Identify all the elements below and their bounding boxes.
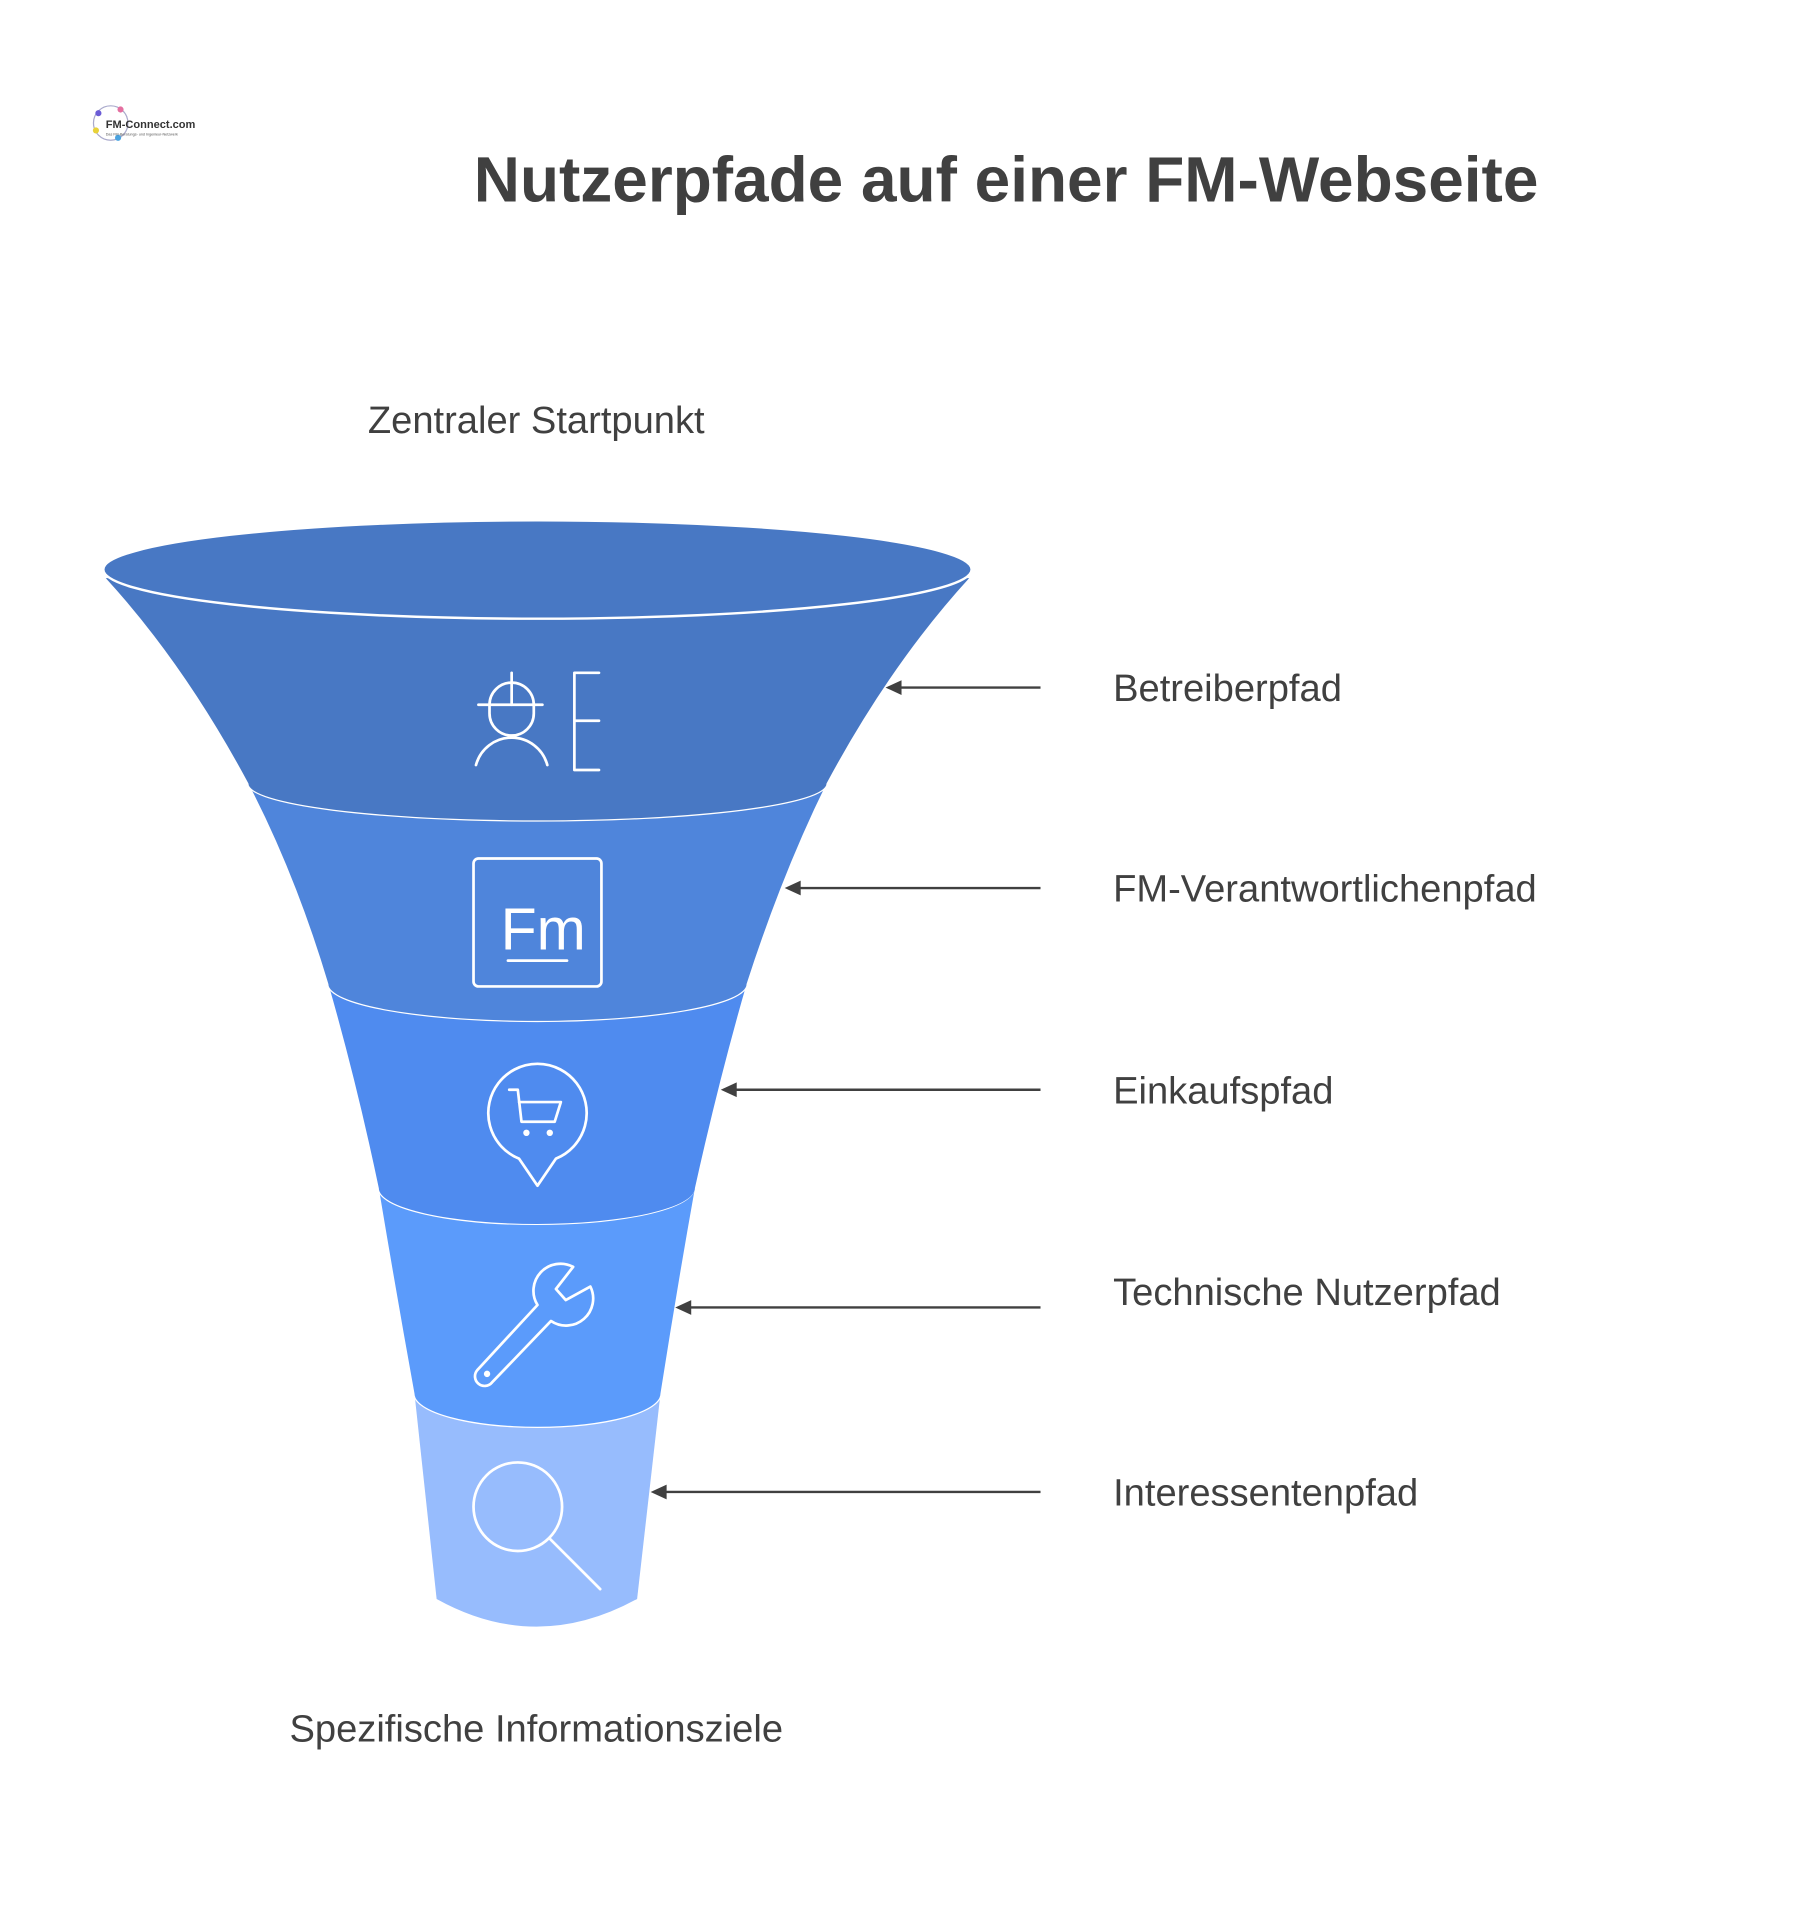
funnel-top bbox=[102, 519, 973, 620]
stage-label-5: Interessentenpfad bbox=[1113, 1471, 1418, 1514]
page-title: Nutzerpfade auf einer FM-Webseite bbox=[474, 144, 1539, 216]
funnel-stage-1 bbox=[105, 578, 970, 821]
wrench-icon bbox=[473, 1262, 595, 1388]
stage-label-3: Einkaufspfad bbox=[1113, 1069, 1333, 1112]
shopping-cart-pin-icon bbox=[486, 1062, 589, 1188]
svg-text:Fm: Fm bbox=[501, 897, 586, 963]
logo-text: FM-Connect.com bbox=[106, 119, 196, 131]
logo: FM-Connect.com Das FM-Beratungs- und Ing… bbox=[92, 105, 196, 141]
stage-label-4: Technische Nutzerpfad bbox=[1113, 1271, 1501, 1314]
fm-badge-icon: Fm bbox=[472, 857, 603, 988]
bottom-label: Spezifische Informationsziele bbox=[289, 1708, 783, 1751]
funnel-stage-5 bbox=[414, 1393, 661, 1627]
logo-subtext: Das FM-Beratungs- und Ingenieur-Netzwerk bbox=[106, 132, 178, 136]
top-label: Zentraler Startpunkt bbox=[368, 399, 705, 442]
stage-label-1: Betreiberpfad bbox=[1113, 667, 1342, 710]
magnifier-icon bbox=[472, 1461, 602, 1591]
worker-icon bbox=[474, 671, 601, 772]
stage-label-2: FM-Verantwortlichenpfad bbox=[1113, 868, 1537, 911]
funnel-stage-2 bbox=[248, 783, 827, 1021]
funnel-stage-3 bbox=[328, 983, 747, 1224]
